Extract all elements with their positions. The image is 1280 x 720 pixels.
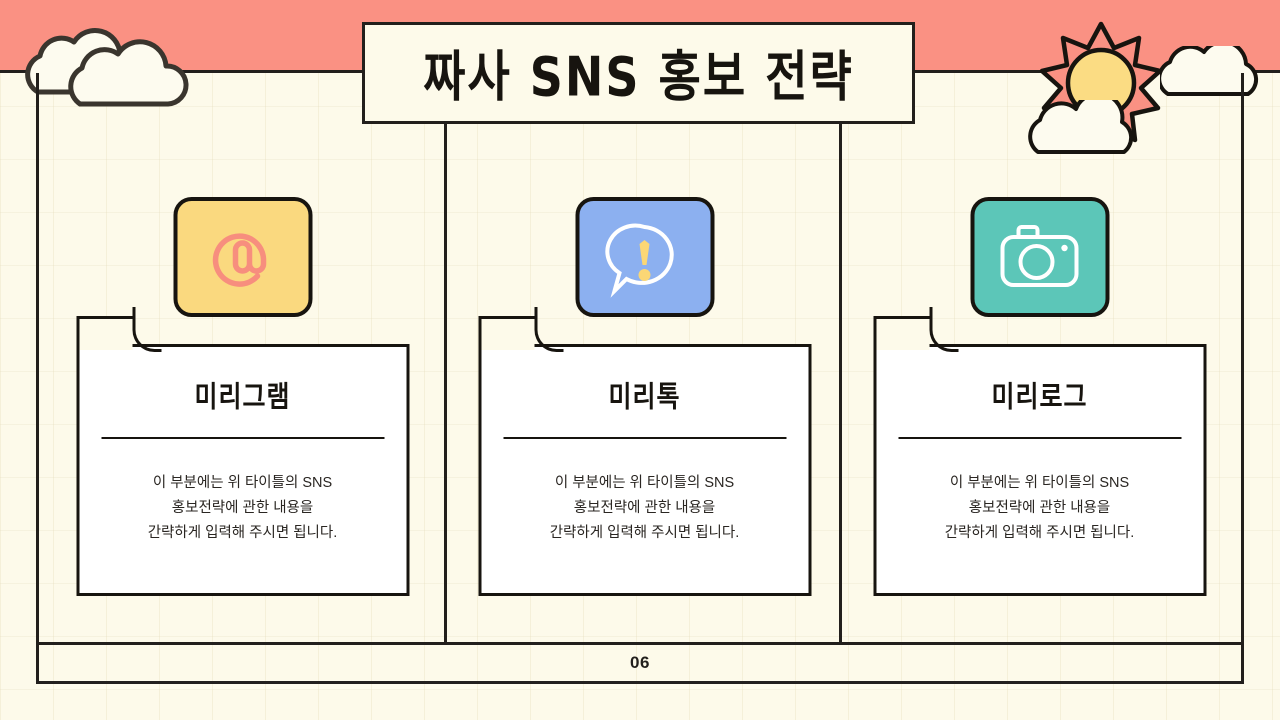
card-body-line: 홍보전략에 관한 내용을	[171, 500, 314, 516]
column-1: 미리톡 이 부분에는 위 타이틀의 SNS 홍보전략에 관한 내용을 간략하게 …	[447, 150, 842, 620]
card-title: 미리그램	[194, 380, 291, 414]
page-frame	[36, 73, 1244, 642]
cloud-pair-icon	[18, 14, 193, 114]
card-notch	[76, 307, 161, 352]
card-0: 미리그램 이 부분에는 위 타이틀의 SNS 홍보전략에 관한 내용을 간략하게…	[76, 307, 409, 596]
card-body-line: 홍보전략에 관한 내용을	[968, 500, 1111, 516]
camera-icon	[970, 197, 1109, 317]
cloud-icon	[1157, 39, 1270, 103]
card-notch-top	[873, 316, 929, 319]
card-2: 미리로그 이 부분에는 위 타이틀의 SNS 홍보전략에 관한 내용을 간략하게…	[873, 307, 1206, 596]
card-notch-top	[76, 316, 132, 319]
card-body-line: 홍보전략에 관한 내용을	[573, 500, 716, 516]
card-notch-top	[478, 316, 534, 319]
page-title: 짜사 SNS 홍보 전략	[423, 44, 854, 109]
title-plate: 짜사 SNS 홍보 전략	[362, 22, 915, 124]
card-body: 이 부분에는 위 타이틀의 SNS 홍보전략에 관한 내용을 간략하게 입력해 …	[501, 471, 788, 546]
column-divider-1	[444, 73, 447, 642]
card-title: 미리로그	[991, 380, 1088, 414]
at-sign-icon	[173, 197, 312, 317]
card-divider	[503, 437, 786, 439]
card-divider	[101, 437, 384, 439]
column-2: 미리로그 이 부분에는 위 타이틀의 SNS 홍보전략에 관한 내용을 간략하게…	[842, 150, 1237, 620]
card-body-line: 간략하게 입력해 주시면 됩니다.	[944, 525, 1135, 541]
card-body-line: 간략하게 입력해 주시면 됩니다.	[549, 525, 740, 541]
speech-bubble-exclamation-icon	[575, 197, 714, 317]
page-number: 06	[630, 653, 650, 672]
card-body: 이 부분에는 위 타이틀의 SNS 홍보전략에 관한 내용을 간략하게 입력해 …	[896, 471, 1183, 546]
card-body-line: 이 부분에는 위 타이틀의 SNS	[949, 475, 1130, 491]
card-body: 이 부분에는 위 타이틀의 SNS 홍보전략에 관한 내용을 간략하게 입력해 …	[99, 471, 386, 546]
card-body-line: 이 부분에는 위 타이틀의 SNS	[152, 475, 333, 491]
card-body-line: 이 부분에는 위 타이틀의 SNS	[554, 475, 735, 491]
card-body-line: 간략하게 입력해 주시면 됩니다.	[147, 525, 338, 541]
page-footer: 06	[36, 642, 1244, 684]
card-title: 미리톡	[608, 380, 681, 414]
card-1: 미리톡 이 부분에는 위 타이틀의 SNS 홍보전략에 관한 내용을 간략하게 …	[478, 307, 811, 596]
card-notch	[873, 307, 958, 352]
column-divider-2	[839, 73, 842, 642]
card-notch	[478, 307, 563, 352]
card-divider	[898, 437, 1181, 439]
cloud-icon	[1028, 91, 1158, 163]
column-0: 미리그램 이 부분에는 위 타이틀의 SNS 홍보전략에 관한 내용을 간략하게…	[45, 150, 440, 620]
